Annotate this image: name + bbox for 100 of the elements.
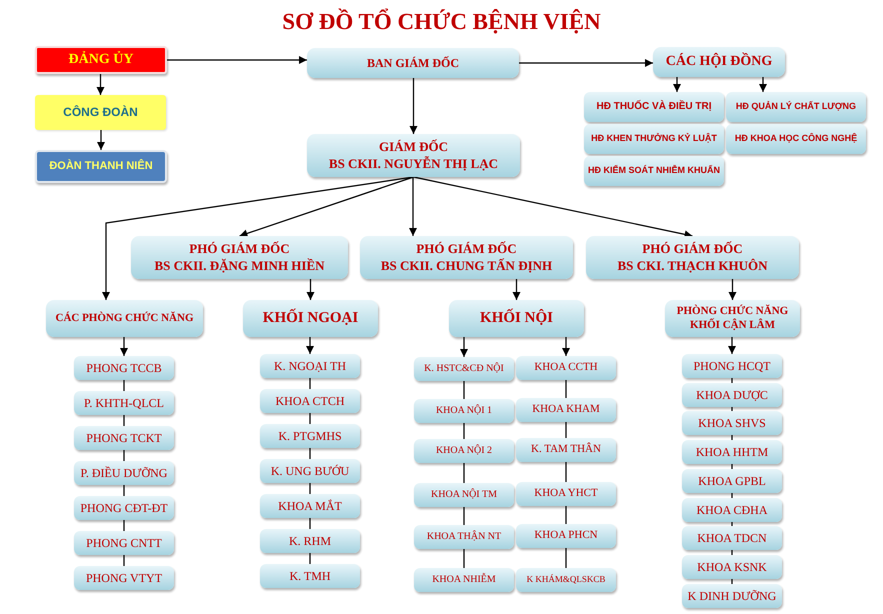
arrow bbox=[460, 337, 468, 357]
org-box bbox=[74, 531, 174, 555]
arrow bbox=[413, 176, 693, 238]
org-box bbox=[584, 124, 724, 154]
box-label: KHOA KSNK bbox=[697, 560, 767, 574]
connector-line bbox=[565, 380, 567, 398]
org-box bbox=[516, 398, 616, 422]
org-box bbox=[360, 236, 573, 279]
box-label: PHÓ GIÁM ĐỐC bbox=[642, 241, 743, 258]
connector-line bbox=[565, 548, 567, 568]
box-label: PHONG CĐT-ĐT bbox=[80, 500, 168, 516]
org-box bbox=[260, 389, 360, 413]
org-box bbox=[414, 568, 514, 592]
box-label: P. ĐIỀU DƯỠNG bbox=[80, 466, 168, 480]
org-box bbox=[74, 426, 174, 450]
connector-line bbox=[565, 506, 567, 524]
org-box bbox=[682, 526, 782, 550]
org-box bbox=[665, 300, 800, 337]
org-box bbox=[516, 524, 616, 548]
org-box bbox=[260, 459, 360, 483]
box-label: KHOA MẮT bbox=[278, 498, 342, 514]
box-label: K. NGOẠI TH bbox=[274, 358, 346, 374]
box-label: BS CKII. ĐẶNG MINH HIỀN bbox=[154, 258, 325, 274]
connector-line bbox=[123, 415, 125, 426]
box-label: HĐ THUỐC VÀ ĐIỀU TRỊ bbox=[596, 100, 712, 114]
box-label: PHÒNG CHỨC NĂNG KHỐI CẬN LÂM bbox=[676, 304, 790, 332]
org-box bbox=[726, 92, 866, 122]
connector-line bbox=[309, 518, 311, 529]
box-label: KHOA NỘI 2 bbox=[436, 444, 492, 458]
box-label: KHOA CTCH bbox=[275, 394, 344, 408]
org-box bbox=[682, 411, 782, 435]
arrow bbox=[728, 279, 736, 300]
connector-line bbox=[463, 381, 465, 399]
connector-line bbox=[309, 553, 311, 564]
org-box bbox=[414, 483, 514, 507]
org-box bbox=[516, 438, 616, 462]
org-box bbox=[682, 354, 782, 378]
arrow bbox=[102, 176, 414, 300]
org-box bbox=[653, 47, 785, 77]
box-label: HĐ KHOA HỌC CÔNG NGHỆ bbox=[734, 133, 858, 145]
box-label: KHOA THẬN NT bbox=[426, 530, 502, 544]
box-label: K. HSTC&CĐ NỘI bbox=[424, 362, 504, 376]
connector-line bbox=[463, 463, 465, 483]
box-label: PHÓ GIÁM ĐỐC bbox=[189, 241, 290, 258]
org-box bbox=[307, 48, 519, 78]
box-label: PHONG VTYT bbox=[86, 570, 162, 586]
arrow bbox=[519, 59, 653, 67]
org-box bbox=[516, 356, 616, 380]
connector-line bbox=[309, 378, 311, 389]
org-box bbox=[414, 439, 514, 463]
arrow bbox=[120, 337, 128, 356]
arrow bbox=[306, 279, 314, 300]
arrow bbox=[562, 337, 570, 356]
box-label: BS CKI. THẠCH KHUÔN bbox=[617, 258, 768, 274]
connector-line bbox=[309, 413, 311, 424]
box-label: K KHÁM&QLSKCB bbox=[526, 574, 606, 586]
box-label: KHOA PHCN bbox=[534, 529, 598, 543]
box-label: HĐ KIỂM SOÁT NHIỄM KHUẨN bbox=[588, 165, 720, 177]
box-label: KHOA NHIỄM bbox=[432, 574, 496, 586]
arrow bbox=[96, 74, 104, 95]
connector-line bbox=[123, 520, 125, 531]
box-label: BAN GIÁM ĐỐC bbox=[367, 56, 459, 70]
arrow bbox=[167, 56, 307, 64]
box-label: CÁC PHÒNG CHỨC NĂNG bbox=[56, 312, 194, 326]
org-box bbox=[74, 496, 174, 520]
box-label: CÁC HỘI ĐỒNG bbox=[666, 53, 772, 71]
org-box bbox=[46, 300, 203, 337]
org-box bbox=[74, 461, 174, 485]
arrow bbox=[97, 130, 105, 150]
connector-line bbox=[565, 422, 567, 438]
connector-line bbox=[123, 555, 125, 566]
box-label: PHONG TCKT bbox=[86, 430, 162, 446]
org-box bbox=[682, 555, 782, 579]
org-box bbox=[74, 566, 174, 590]
arrow bbox=[306, 337, 314, 354]
box-label: ĐẢNG ỦY bbox=[68, 51, 134, 69]
box-label: PHONG CNTT bbox=[86, 536, 162, 550]
org-box bbox=[682, 440, 782, 464]
box-label: GIÁM ĐỐC bbox=[379, 139, 448, 156]
org-box bbox=[414, 525, 514, 549]
connector-line bbox=[463, 549, 465, 568]
connector-line bbox=[123, 380, 125, 391]
org-box bbox=[682, 469, 782, 493]
arrow bbox=[759, 77, 767, 92]
connector-line bbox=[565, 462, 567, 482]
org-box bbox=[243, 300, 378, 337]
box-label: KHOA YHCT bbox=[534, 487, 598, 501]
org-box bbox=[726, 124, 866, 154]
arrow bbox=[239, 176, 414, 238]
box-label: KHOA DƯỢC bbox=[696, 388, 768, 402]
org-box bbox=[682, 584, 782, 608]
org-box bbox=[35, 150, 167, 183]
org-box bbox=[260, 354, 360, 378]
box-label: HĐ QUẢN LÝ CHẤT LƯỢNG bbox=[736, 101, 856, 113]
connector-line bbox=[123, 485, 125, 496]
org-box bbox=[516, 482, 616, 506]
box-label: K DINH DƯỠNG bbox=[688, 588, 776, 604]
box-label: K. RHM bbox=[288, 534, 331, 548]
org-box bbox=[449, 300, 584, 337]
org-box bbox=[584, 156, 724, 186]
